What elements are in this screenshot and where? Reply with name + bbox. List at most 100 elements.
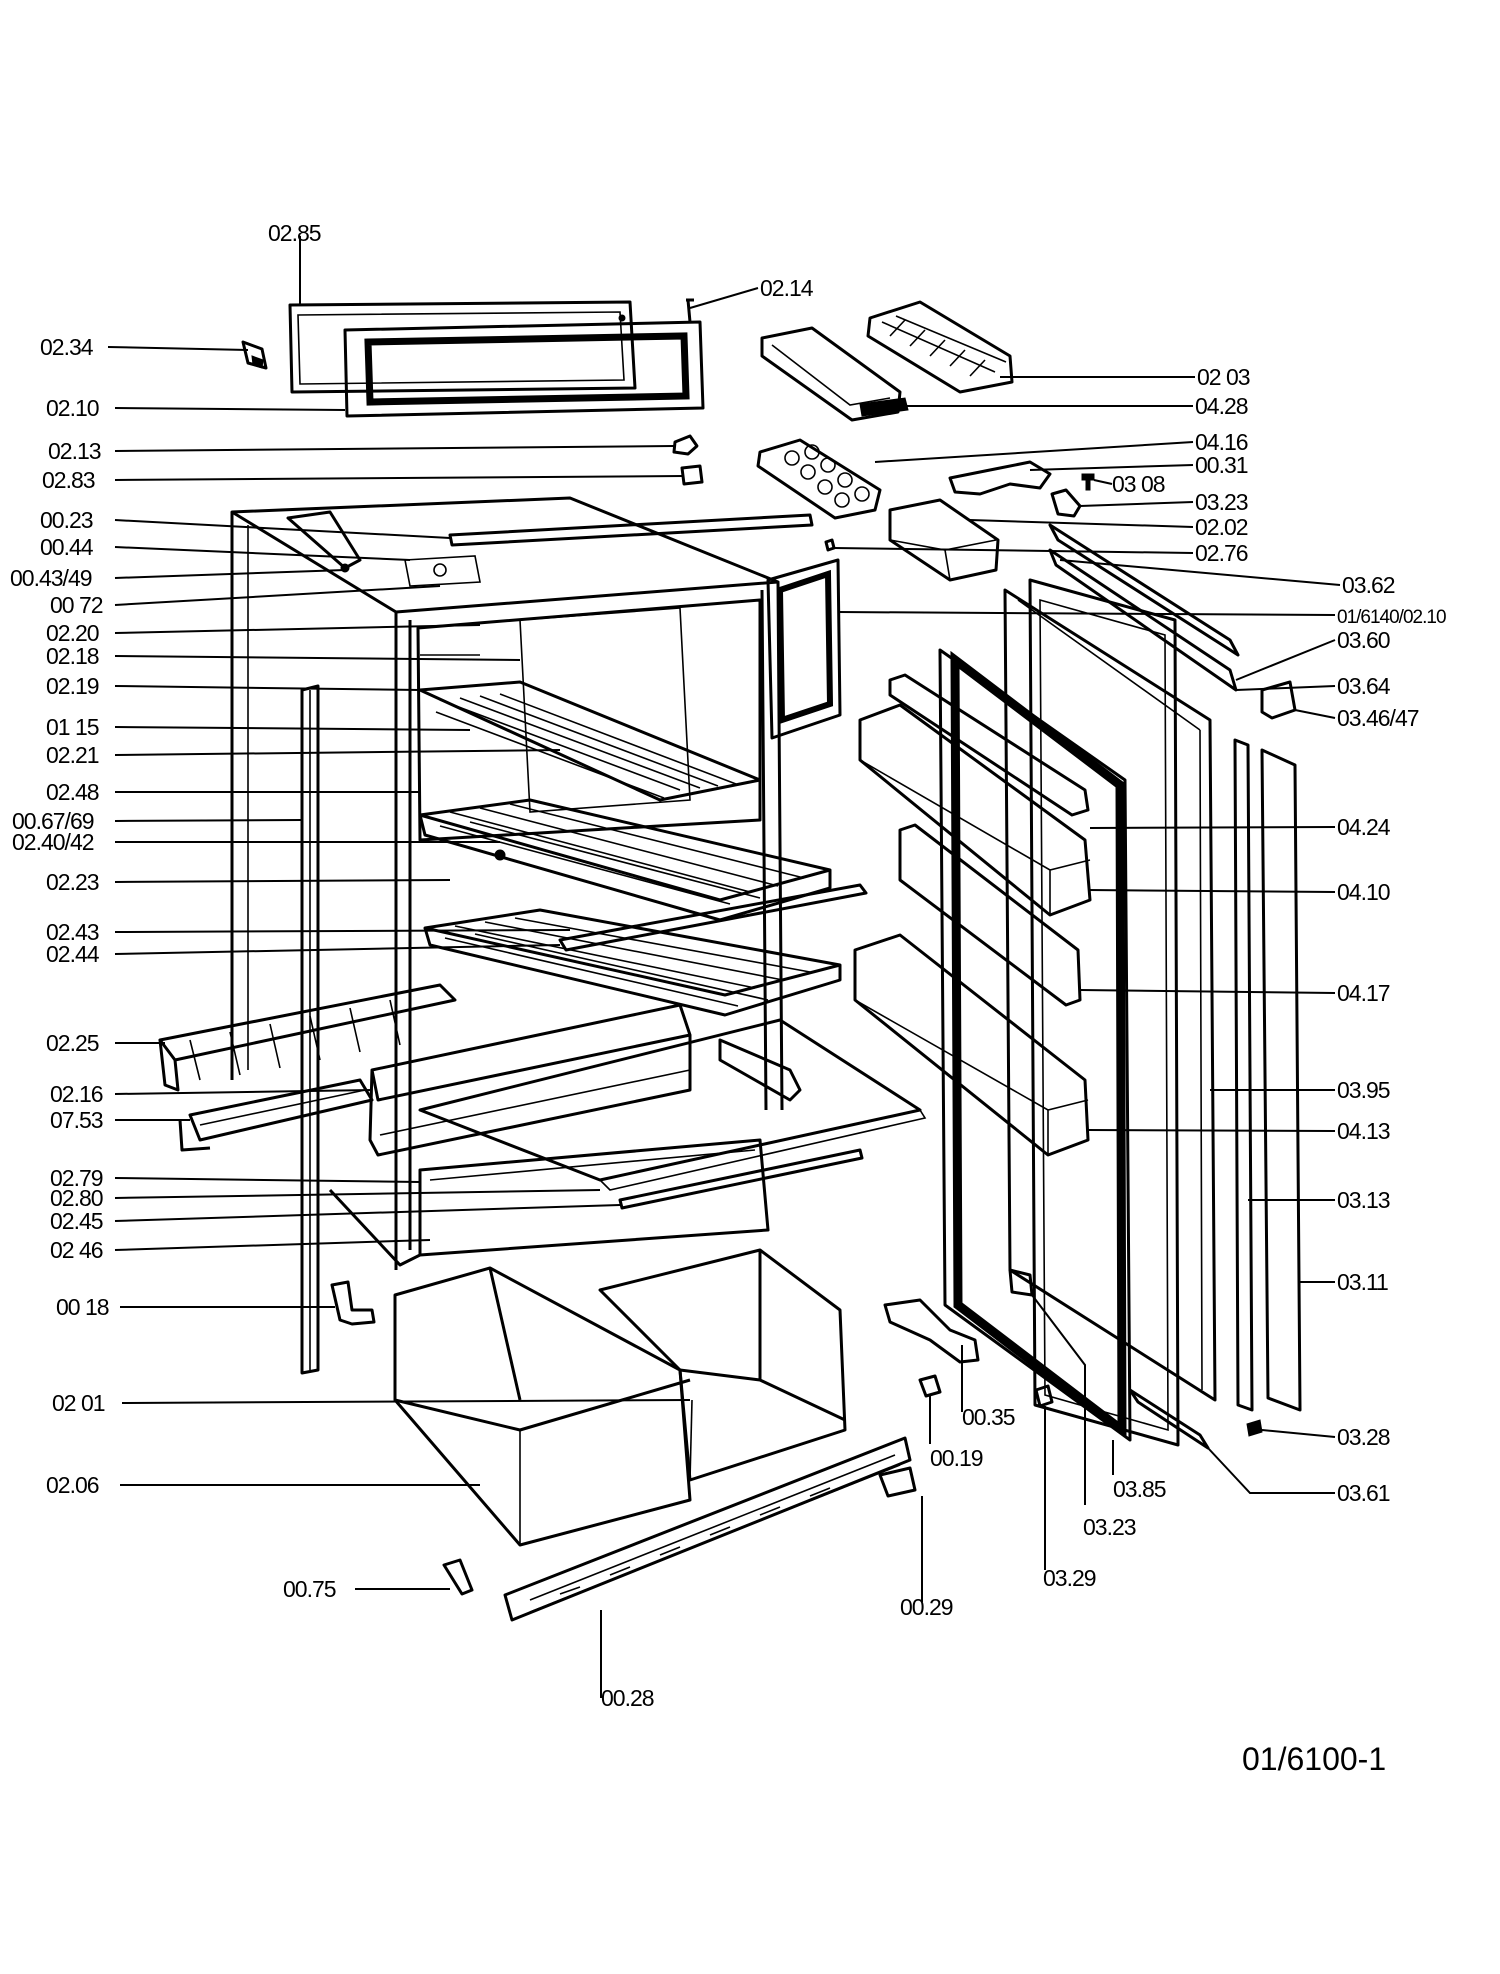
- pin-02-14: [686, 298, 694, 323]
- label-03-13: 03.13: [1337, 1187, 1390, 1213]
- door-gasket-03-85: [938, 648, 1132, 1442]
- crisper-drawer-left: [393, 1266, 692, 1547]
- clip-02-34: [241, 340, 268, 370]
- shelf-02-21: [418, 680, 762, 802]
- label-02-83: 02.83: [42, 467, 95, 493]
- label-04-13: 04.13: [1337, 1118, 1390, 1144]
- door-bin-04-13: [853, 933, 1090, 1157]
- crisper-rail-02-16: [368, 1003, 802, 1157]
- label-03-29: 03.29: [1043, 1565, 1096, 1591]
- knob-02-13: [672, 434, 699, 456]
- label-00-31: 00.31: [1195, 452, 1248, 478]
- label-04-16: 04.16: [1195, 429, 1248, 455]
- screw-03-08: [1081, 473, 1095, 491]
- hinge-03-29: [1034, 1384, 1054, 1408]
- label-02-03: 02 03: [1197, 364, 1250, 390]
- label-02-79: 02.79: [50, 1165, 103, 1191]
- pin-02-76: [824, 538, 836, 552]
- label-03-95: 03.95: [1337, 1077, 1390, 1103]
- label-03-08: 03 08: [1112, 471, 1165, 497]
- hinge-00-29: [878, 1466, 917, 1498]
- label-07-53: 07.53: [50, 1107, 103, 1133]
- label-02-48: 02.48: [46, 779, 99, 805]
- label-02-01: 02 01: [52, 1390, 105, 1416]
- catch-02-83: [680, 464, 704, 486]
- strip-03-62: [1048, 523, 1240, 657]
- clip-03-28: [1246, 1419, 1263, 1437]
- label-01-6140-02-10: 01/6140/02.10: [1337, 607, 1446, 628]
- label-02-76: 02.76: [1195, 540, 1248, 566]
- strip-03-11: [1260, 748, 1302, 1412]
- label-02-06: 02.06: [46, 1472, 99, 1498]
- toe-grille-00-28: [503, 1436, 912, 1622]
- part-number-labels: 02.85 02.14 02.34 02.10 02 03 04.28 02.1…: [10, 220, 1447, 1711]
- label-00-67-69: 00.67/69: [12, 808, 94, 834]
- label-04-24: 04.24: [1337, 814, 1391, 840]
- label-00-75: 00.75: [283, 1576, 336, 1602]
- label-03-62: 03.62: [1342, 572, 1395, 598]
- label-02-02: 02.02: [1195, 514, 1248, 540]
- label-00-18: 00 18: [56, 1294, 109, 1320]
- glass-shelf-02-80: [418, 1018, 927, 1210]
- door-liner-03-95: [1003, 588, 1217, 1402]
- label-03-28: 03.28: [1337, 1424, 1390, 1450]
- label-04-17: 04.17: [1337, 980, 1390, 1006]
- label-02-18: 02.18: [46, 643, 99, 669]
- label-02-23: 02.23: [46, 869, 99, 895]
- label-00-44: 00.44: [40, 534, 94, 560]
- door-bin-04-17: [898, 823, 1082, 1007]
- strip-03-13: [1233, 738, 1254, 1412]
- label-02-45: 02.45: [50, 1208, 103, 1234]
- label-02-80: 02.80: [50, 1185, 103, 1211]
- bracket-00-75: [442, 1558, 474, 1596]
- label-02-10: 02.10: [46, 395, 99, 421]
- tray-04-28: [760, 326, 909, 422]
- label-00-72: 00 72: [50, 592, 103, 618]
- strip-03-60: [1048, 548, 1238, 692]
- bracket-00-31: [948, 460, 1052, 496]
- label-03-61: 03.61: [1337, 1480, 1390, 1506]
- label-00-29: 00.29: [900, 1594, 953, 1620]
- label-02-20: 02.20: [46, 620, 99, 646]
- label-01-15: 01 15: [46, 714, 99, 740]
- parts-drawing: [158, 298, 1302, 1622]
- leader-lines: [107, 236, 1341, 1698]
- bushing-00-19: [918, 1374, 942, 1398]
- label-02-85: 02.85: [268, 220, 321, 246]
- label-02-13: 02.13: [48, 438, 101, 464]
- label-02-14: 02.14: [760, 275, 814, 301]
- label-02-34: 02.34: [40, 334, 94, 360]
- door-outer-03-11: [1028, 578, 1180, 1447]
- compartment-door-01-6140: [766, 558, 842, 740]
- hinge-03-23-top: [1050, 488, 1082, 518]
- label-02-44: 02.44: [46, 941, 100, 967]
- ice-tray-02-03: [866, 300, 1014, 394]
- door-bin-04-10: [888, 673, 1090, 817]
- cabinet-shell: [230, 496, 814, 1270]
- label-02-19: 02.19: [46, 673, 99, 699]
- label-02-16: 02.16: [50, 1081, 103, 1107]
- document-id: 01/6100-1: [1242, 1741, 1386, 1777]
- label-03-85: 03.85: [1113, 1476, 1166, 1502]
- label-00-43-49: 00.43/49: [10, 565, 92, 591]
- egg-tray-04-16: [756, 438, 882, 520]
- crisper-drawer-right: [598, 1248, 847, 1482]
- freezer-door-frame-02-85: [288, 300, 637, 394]
- label-02-40-42: 02.40/42: [12, 829, 94, 855]
- label-00-19: 00.19: [930, 1445, 983, 1471]
- bracket-00-18: [330, 1280, 376, 1326]
- label-00-28: 00.28: [601, 1685, 654, 1711]
- label-03-23-top: 03.23: [1195, 489, 1248, 515]
- label-00-23: 00.23: [40, 507, 93, 533]
- label-00-35: 00.35: [962, 1404, 1015, 1430]
- shelf-02-44: [423, 883, 868, 1017]
- label-03-64: 03.64: [1337, 673, 1391, 699]
- crisper-cover-02-25: [158, 983, 457, 1092]
- label-03-11: 03.11: [1337, 1269, 1388, 1295]
- label-02-25: 02.25: [46, 1030, 99, 1056]
- label-03-23-lower: 03.23: [1083, 1514, 1136, 1540]
- box-02-02: [888, 498, 1000, 582]
- label-03-60: 03.60: [1337, 627, 1390, 653]
- label-03-46-47: 03.46/47: [1337, 705, 1419, 731]
